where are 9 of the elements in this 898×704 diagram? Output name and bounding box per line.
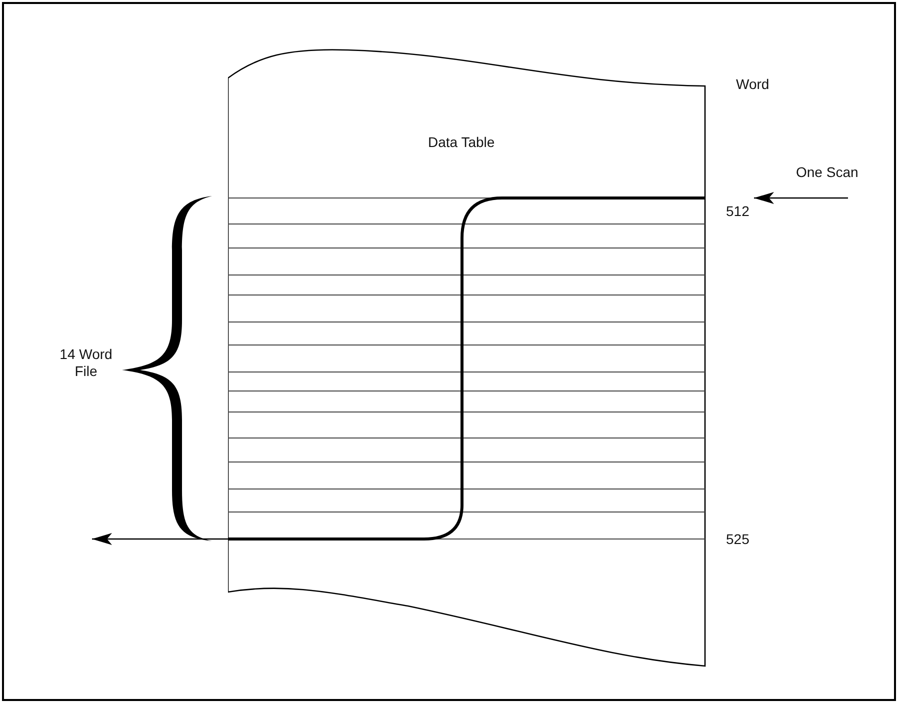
arrow (754, 192, 848, 204)
table-title: Data Table (428, 134, 495, 151)
scan-label: One Scan (796, 164, 858, 181)
brace-label: 14 Word File (58, 346, 114, 380)
word-number: 525 (726, 531, 750, 548)
bracket (122, 196, 212, 541)
word-number: 512 (726, 203, 750, 220)
arrow (92, 533, 228, 545)
column-label: Word (736, 76, 770, 93)
